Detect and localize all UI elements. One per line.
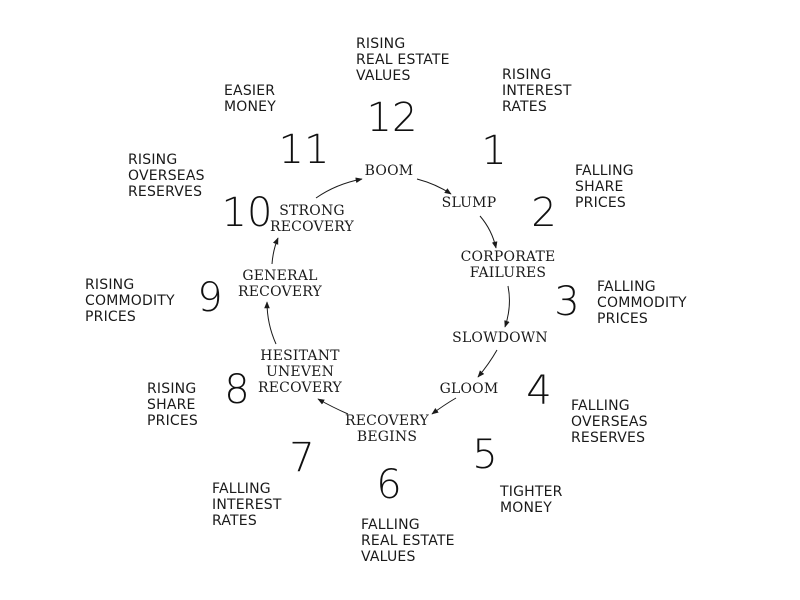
annotation-6: FALLING REAL ESTATE VALUES (361, 517, 455, 565)
stage-number-1: 1 (481, 128, 507, 174)
arrow-slump-to-corporate-failures (479, 215, 498, 249)
annotation-9: RISING COMMODITY PRICES (85, 277, 175, 325)
stage-label-slump: SLUMP (441, 195, 497, 211)
stage-number-6: 6 (376, 462, 402, 508)
stage-label-hesitant-uneven-recovery: HESITANT UNEVEN RECOVERY (258, 348, 342, 396)
annotation-10: RISING OVERSEAS RESERVES (128, 152, 205, 200)
stage-number-9: 9 (197, 275, 223, 321)
annotation-4: FALLING OVERSEAS RESERVES (571, 398, 648, 446)
stage-label-corporate-failures: CORPORATE FAILURES (460, 249, 556, 281)
stage-number-8: 8 (224, 367, 250, 413)
arrow-corporate-failures-to-slowdown (504, 285, 510, 328)
stage-number-5: 5 (472, 432, 498, 478)
arrow-slowdown-to-gloom (477, 349, 498, 378)
annotation-8: RISING SHARE PRICES (147, 381, 199, 429)
arrow-recovery-begins-to-hesitant (317, 398, 349, 415)
arrow-hesitant-to-general (264, 301, 277, 345)
annotation-11: EASIER MONEY (224, 83, 276, 115)
arrow-general-to-strong (271, 237, 279, 265)
annotation-1: RISING INTEREST RATES (502, 67, 572, 115)
arrow-boom-to-slump (416, 178, 452, 195)
stage-label-gloom: GLOOM (439, 381, 499, 397)
stage-label-boom: BOOM (364, 163, 414, 179)
stage-label-slowdown: SLOWDOWN (452, 330, 548, 346)
annotation-7: FALLING INTEREST RATES (212, 481, 282, 529)
stage-number-10: 10 (221, 190, 273, 236)
annotation-2: FALLING SHARE PRICES (575, 163, 634, 211)
stage-label-strong-recovery: STRONG RECOVERY (270, 203, 354, 235)
stage-number-7: 7 (289, 435, 315, 481)
stage-number-11: 11 (278, 127, 330, 173)
annotation-12: RISING REAL ESTATE VALUES (356, 36, 450, 84)
annotation-5: TIGHTER MONEY (500, 484, 563, 516)
annotation-3: FALLING COMMODITY PRICES (597, 279, 687, 327)
stage-label-recovery-begins: RECOVERY BEGINS (345, 413, 429, 445)
stage-number-3: 3 (554, 279, 580, 325)
stage-number-12: 12 (366, 95, 418, 141)
arrow-gloom-to-recovery-begins (431, 397, 457, 415)
stage-label-general-recovery: GENERAL RECOVERY (238, 268, 322, 300)
stage-number-4: 4 (526, 368, 552, 414)
arrow-strong-to-boom (315, 177, 363, 199)
stage-number-2: 2 (531, 190, 557, 236)
